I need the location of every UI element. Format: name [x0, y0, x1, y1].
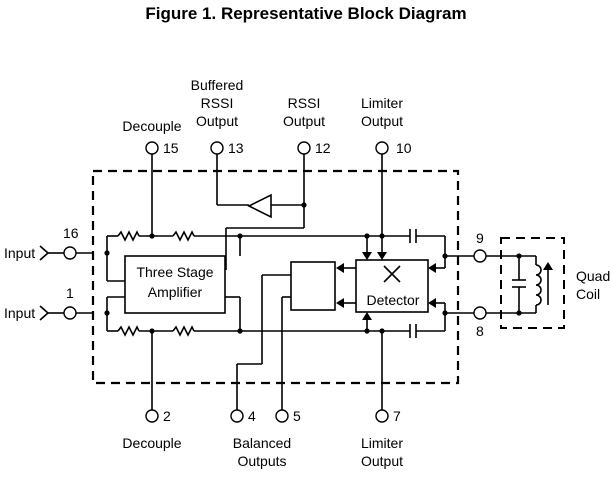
pin-4-number: 4 — [248, 408, 256, 424]
figure-title: Figure 1. Representative Block Diagram — [145, 4, 467, 23]
quad-coil-network — [445, 237, 565, 329]
pin-16-number: 16 — [63, 225, 79, 241]
lower-bus — [107, 297, 446, 338]
pin-13 — [210, 141, 224, 155]
top-pin-wires — [151, 154, 383, 236]
pin-16 — [63, 246, 77, 260]
pin-2 — [145, 409, 159, 423]
limiter-top-label-2: Output — [361, 113, 403, 129]
detector-block — [355, 259, 429, 313]
pin-15-number: 15 — [163, 140, 179, 156]
pin-15 — [145, 141, 159, 155]
limiter-bottom-label-2: Output — [361, 453, 403, 469]
pin-12-number: 12 — [315, 140, 331, 156]
input-wires — [48, 236, 125, 331]
pin-9-number: 9 — [476, 230, 484, 246]
balanced-outputs-label-1: Balanced — [233, 435, 291, 451]
quad-coil-label-2: Coil — [576, 286, 600, 302]
buffered-rssi-label-2: RSSI — [201, 95, 234, 111]
input-1-label: Input — [4, 305, 35, 321]
pin-2-number: 2 — [163, 408, 171, 424]
pin-10-number: 10 — [396, 140, 412, 156]
pin-4 — [230, 409, 244, 423]
input-16-label: Input — [4, 245, 35, 261]
pin-13-number: 13 — [228, 140, 244, 156]
output-driver-block — [290, 261, 336, 311]
quad-coil-label-1: Quad — [576, 268, 610, 284]
input-1-arrow — [39, 305, 50, 321]
detector-connections — [236, 236, 446, 410]
input-16-arrow — [39, 245, 50, 261]
chip-boundary — [91, 169, 460, 385]
pin-5-number: 5 — [293, 408, 301, 424]
pin-8-number: 8 — [476, 323, 484, 339]
limiter-bottom-label-1: Limiter — [361, 435, 403, 451]
pin-5 — [275, 409, 289, 423]
limiter-top-label-1: Limiter — [361, 95, 403, 111]
pin-9 — [473, 249, 487, 263]
pin-1 — [63, 306, 77, 320]
rssi-output-label-2: Output — [283, 113, 325, 129]
amplifier-label-line2: Amplifier — [148, 284, 203, 300]
detector-label: Detector — [367, 292, 420, 308]
pin-1-number: 1 — [66, 285, 74, 301]
amplifier-block — [124, 255, 226, 314]
decouple-top-label: Decouple — [122, 118, 181, 134]
rssi-output-label-1: RSSI — [288, 95, 321, 111]
buffered-rssi-label-3: Output — [196, 113, 238, 129]
decouple-bottom-label: Decouple — [122, 435, 181, 451]
rssi-buffer-triangle — [247, 193, 272, 219]
pin-7-number: 7 — [393, 408, 401, 424]
pin-10 — [375, 141, 389, 155]
balanced-outputs-label-2: Outputs — [237, 453, 286, 469]
amplifier-label-line1: Three Stage — [136, 264, 213, 280]
junction-dots — [104, 202, 522, 334]
pin-7 — [375, 409, 389, 423]
pin-12 — [297, 141, 311, 155]
buffered-rssi-label-1: Buffered — [191, 77, 244, 93]
pin-8 — [473, 306, 487, 320]
